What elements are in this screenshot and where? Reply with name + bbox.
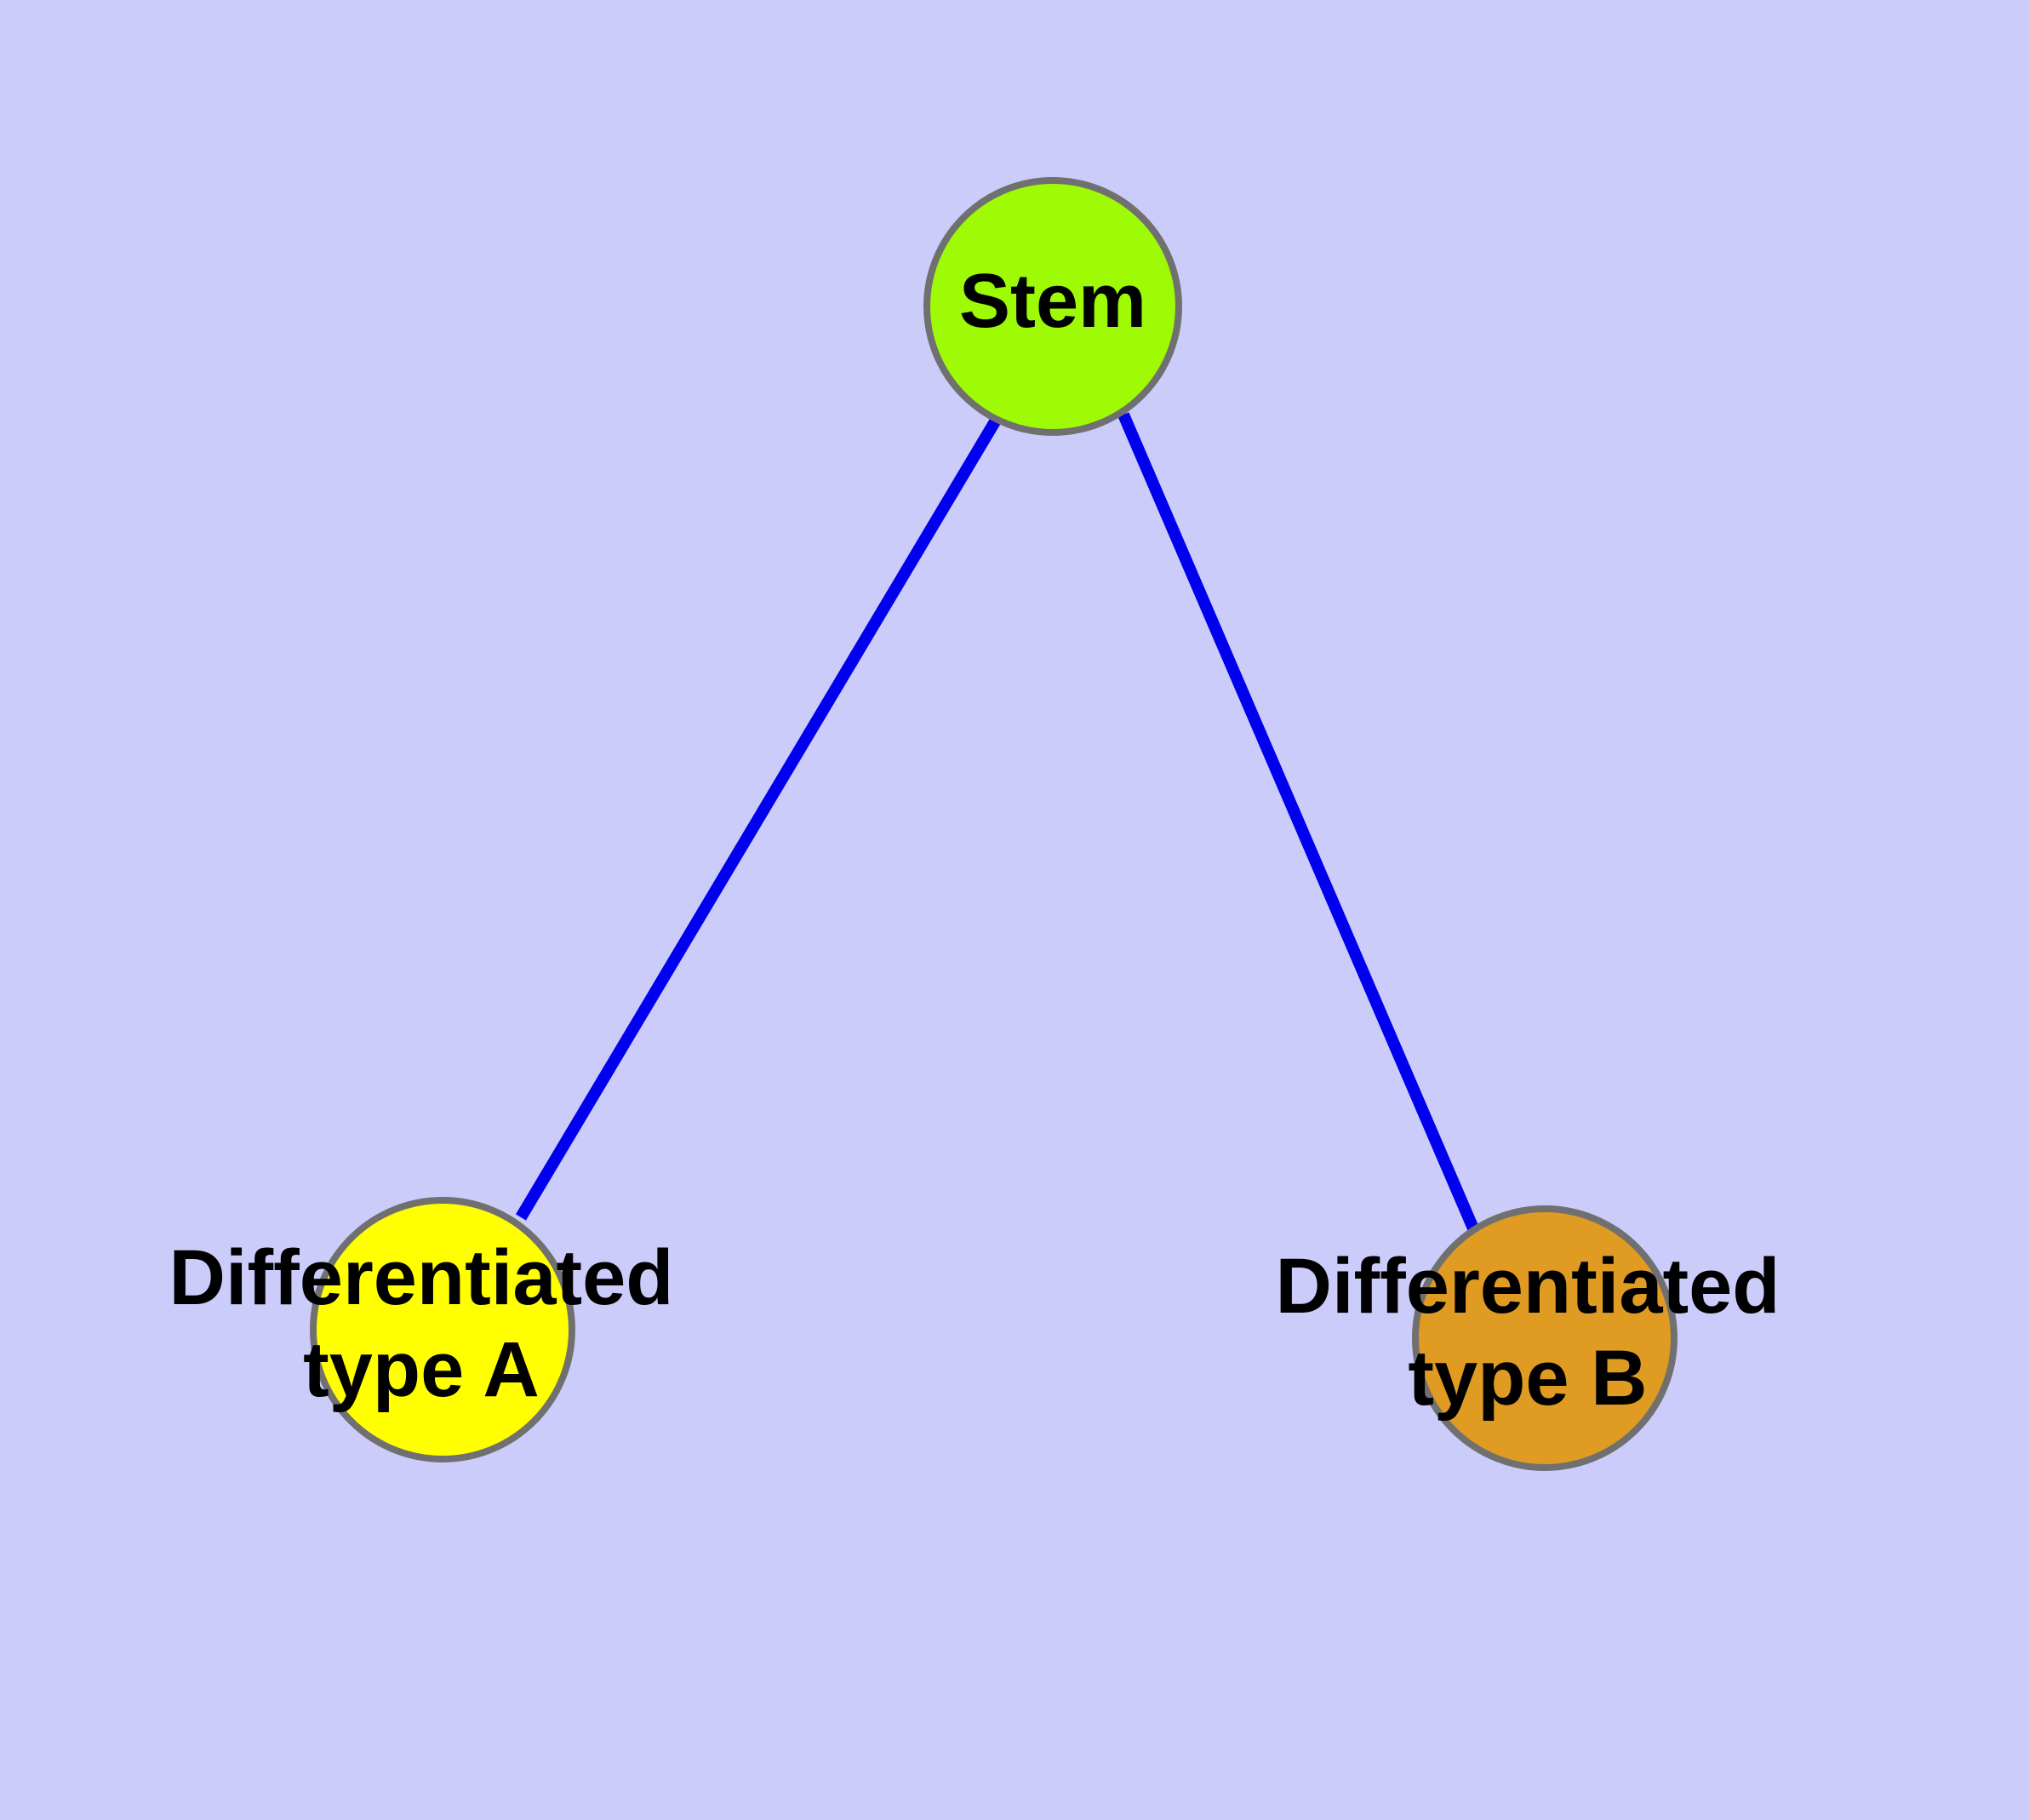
node-label-line: Differentiated xyxy=(1276,1243,1780,1330)
edge-stem-to-diff-a[interactable] xyxy=(515,415,1003,1221)
node-diff_b[interactable] xyxy=(1412,1205,1677,1471)
node-diff_a[interactable] xyxy=(310,1197,575,1462)
edges-group xyxy=(515,412,1479,1231)
node-label-line: type A xyxy=(303,1326,540,1413)
node-label-stem: Stem xyxy=(959,259,1146,344)
node-label-line: type B xyxy=(1408,1335,1647,1422)
node-label-line: Stem xyxy=(959,259,1146,344)
nodes-group xyxy=(310,177,1677,1471)
node-stem[interactable] xyxy=(923,177,1182,436)
node-label-line: Differentiated xyxy=(169,1234,674,1321)
edge-stem-to-diff-b[interactable] xyxy=(1117,412,1479,1231)
